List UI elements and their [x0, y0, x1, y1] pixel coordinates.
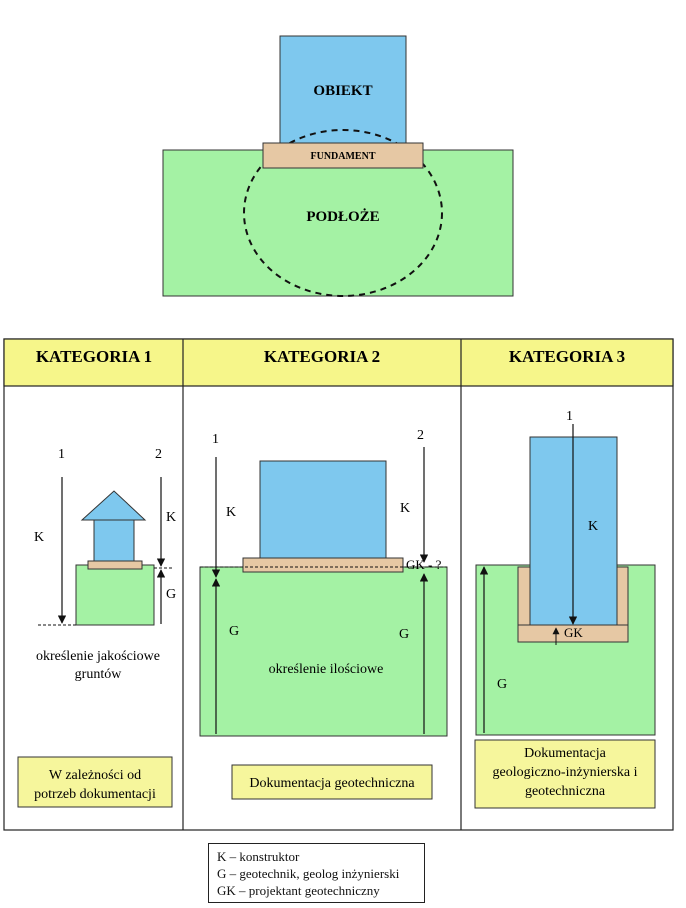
cat2-marker-1: 1	[212, 432, 219, 447]
cat2-gk-label: GK - ?	[406, 557, 442, 572]
cat2-g-right: G	[399, 627, 409, 642]
legend-k: K – konstruktor	[217, 849, 300, 864]
foundation-label: FUNDAMENT	[311, 151, 376, 162]
cat3-k-label: K	[588, 519, 598, 534]
object-block	[279, 35, 407, 147]
legend-box: K – konstruktor G – geotechnik, geolog i…	[208, 843, 425, 903]
legend-gk: GK – projektant geotechniczny	[217, 883, 380, 898]
cat1-description-2: gruntów	[75, 667, 123, 682]
category-3-panel: 1 K GK G Dokumentacja geologiczno-inżyni…	[474, 409, 656, 809]
cat2-marker-2: 2	[417, 428, 424, 443]
cat1-k-label-right: K	[166, 510, 176, 525]
cat2-doc-line-1: Dokumentacja geotechniczna	[249, 776, 415, 791]
cat3-gk-label: GK	[564, 625, 583, 640]
cat2-g-left: G	[229, 624, 239, 639]
cat2-foundation	[242, 557, 404, 573]
cat3-marker-1: 1	[566, 409, 573, 424]
cat1-house-roof	[80, 490, 147, 521]
cat3-doc-line-2: geologiczno-inżynierska i	[492, 765, 637, 780]
cat2-k-left: K	[226, 505, 236, 520]
top-diagram: OBIEKT FUNDAMENT PODŁOŻE	[162, 35, 514, 297]
cat1-house-body	[93, 518, 135, 562]
cat2-k-right: K	[400, 501, 410, 516]
foundation-block	[262, 142, 424, 169]
cat3-doc-line-1: Dokumentacja	[524, 746, 606, 761]
cat1-marker-1: 1	[58, 447, 65, 462]
object-label: OBIEKT	[313, 83, 372, 99]
category-1-panel: 1 2 K K G określenie jakościowe gruntów …	[17, 447, 176, 808]
category-1-title: KATEGORIA 1	[36, 347, 152, 366]
cat1-description-1: określenie jakościowe	[36, 649, 160, 664]
cat1-foundation	[87, 560, 143, 570]
category-2-title: KATEGORIA 2	[264, 347, 380, 366]
cat1-marker-2: 2	[155, 447, 162, 462]
category-3-title: KATEGORIA 3	[509, 347, 625, 366]
cat1-doc-line-2: potrzeb dokumentacji	[34, 787, 156, 802]
influence-zone	[243, 129, 443, 297]
cat1-g-label: G	[166, 587, 176, 602]
cat1-doc-box	[17, 756, 173, 808]
cat2-building	[259, 460, 387, 560]
ground-label: PODŁOŻE	[306, 208, 379, 225]
cat1-k-label: K	[34, 530, 44, 545]
cat3-doc-line-3: geotechniczna	[525, 784, 606, 799]
cat3-g-label: G	[497, 677, 507, 692]
cat1-ground	[75, 564, 155, 626]
cat3-doc-box	[474, 739, 656, 809]
legend-g: G – geotechnik, geolog inżynierski	[217, 866, 400, 881]
cat2-ground	[199, 566, 448, 737]
cat2-doc-box	[231, 764, 433, 800]
ground-block	[162, 149, 514, 297]
category-2-panel: 1 2 K K G G GK - ? określenie ilościowe …	[199, 428, 448, 800]
header-row	[3, 338, 674, 387]
cat1-doc-line-1: W zależności od	[49, 768, 141, 783]
cat2-description: określenie ilościowe	[269, 662, 384, 677]
